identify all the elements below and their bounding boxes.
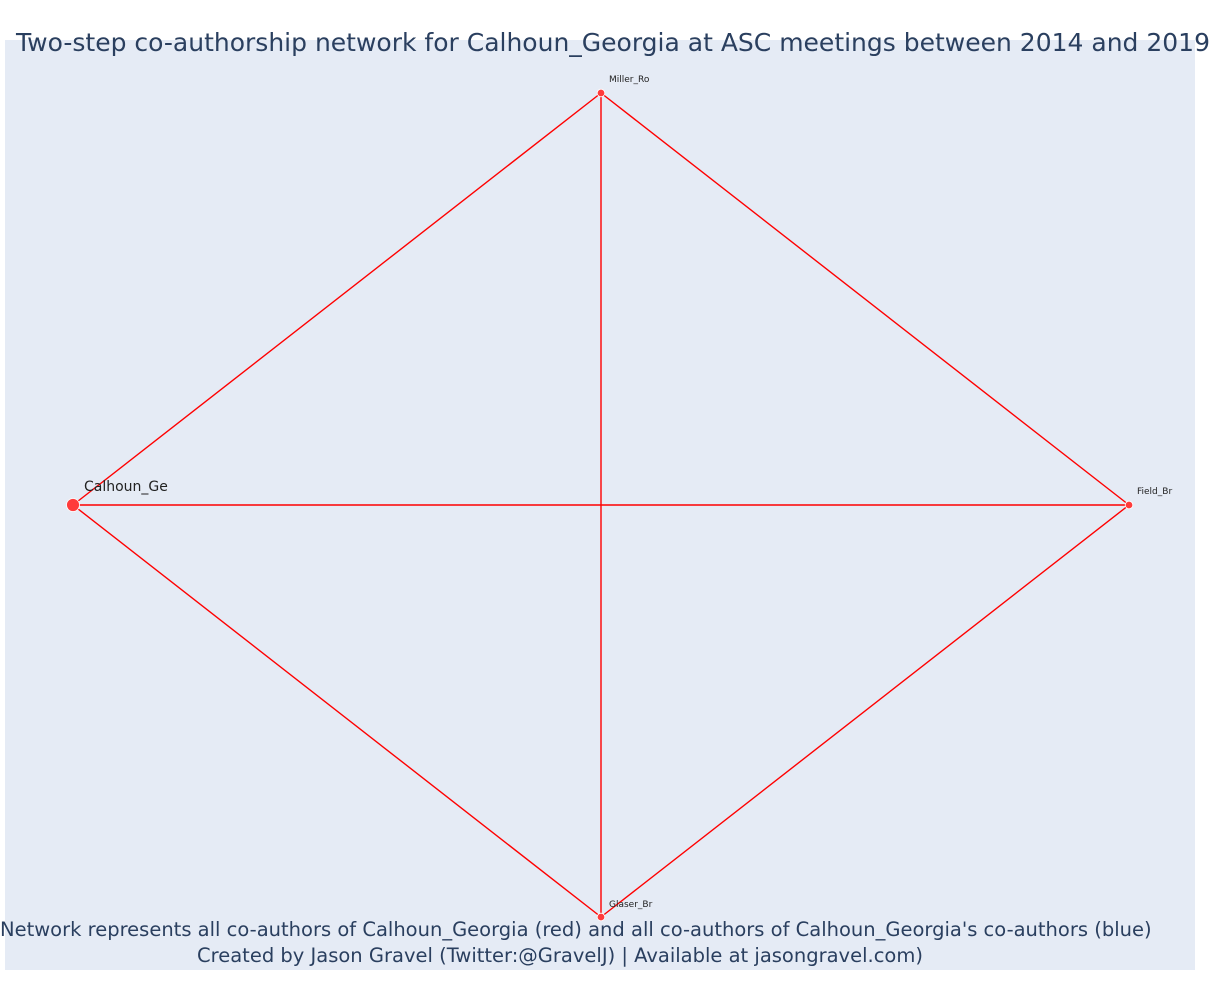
node-Field_Br[interactable] xyxy=(1124,500,1134,510)
network-figure: Two-step co-authorship network for Calho… xyxy=(0,28,1210,970)
caption-line-2: Created by Jason Gravel (Twitter:@Gravel… xyxy=(197,944,923,967)
nodes-layer xyxy=(66,88,1134,922)
caption-line-1: Network represents all co-authors of Cal… xyxy=(0,918,1152,941)
chart-title: Two-step co-authorship network for Calho… xyxy=(16,28,1210,57)
edges-layer xyxy=(72,92,1130,918)
edge-Calhoun_Ge-Glaser_Br xyxy=(72,504,602,918)
edge-Calhoun_Ge-Miller_Ro xyxy=(72,92,602,506)
node-Miller_Ro[interactable] xyxy=(596,88,606,98)
node-label-Calhoun_Ge: Calhoun_Ge xyxy=(84,479,168,495)
node-Glaser_Br[interactable] xyxy=(596,912,606,922)
edge-Miller_Ro-Field_Br xyxy=(600,92,1130,506)
edge-Field_Br-Glaser_Br xyxy=(600,504,1130,918)
node-Calhoun_Ge[interactable] xyxy=(66,498,80,512)
node-label-Glaser_Br: Glaser_Br xyxy=(609,900,653,910)
node-label-Field_Br: Field_Br xyxy=(1137,487,1172,497)
node-label-Miller_Ro: Miller_Ro xyxy=(609,75,650,85)
